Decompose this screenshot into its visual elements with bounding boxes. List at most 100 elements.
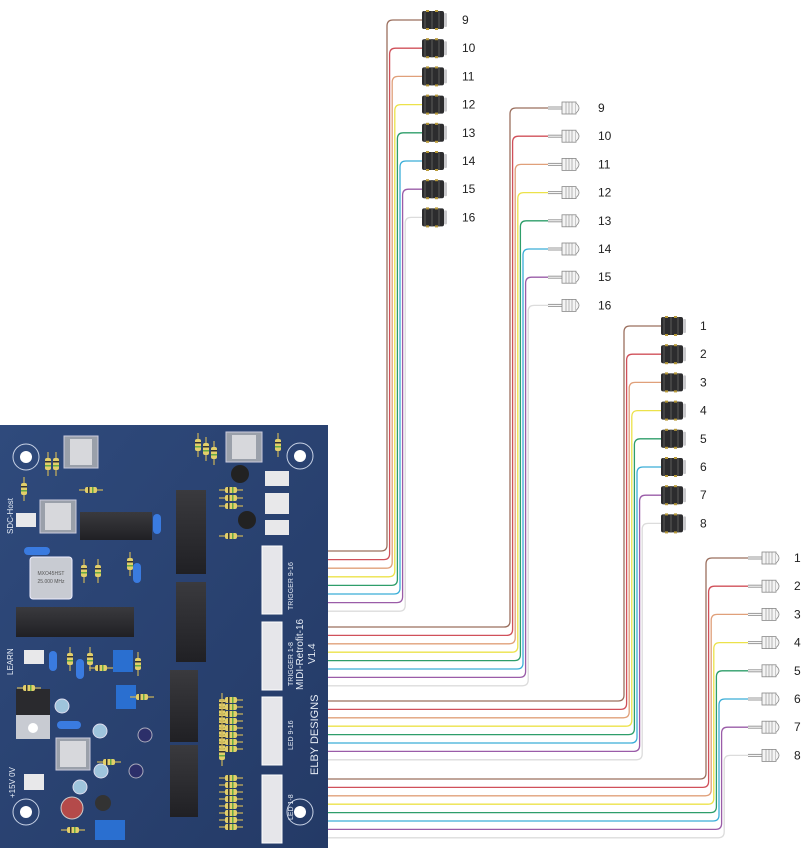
jack-rib xyxy=(424,95,426,114)
wire xyxy=(282,191,548,653)
jack-pin xyxy=(426,112,429,115)
electrolytic-capacitor xyxy=(60,796,84,820)
output-devices: 9101112131415169101112131415161234567812… xyxy=(422,10,801,762)
jack-pin xyxy=(665,428,668,431)
jack-pin xyxy=(426,225,429,228)
jack-number-label: 6 xyxy=(700,460,707,474)
resistor xyxy=(89,665,113,671)
capacitor xyxy=(24,547,50,555)
led-holder xyxy=(548,101,580,115)
resistor xyxy=(17,685,41,691)
resistor xyxy=(87,647,93,671)
jack-rib xyxy=(424,67,426,86)
wire xyxy=(282,466,665,744)
jack-nut xyxy=(683,516,686,531)
jack-pin xyxy=(435,28,438,30)
jack-socket xyxy=(422,207,447,228)
jack-rib xyxy=(424,123,426,142)
jack-socket xyxy=(422,122,447,143)
led-number-label: 6 xyxy=(794,692,801,706)
wire xyxy=(282,522,665,761)
jack-pin xyxy=(435,225,438,228)
jack-pin xyxy=(426,84,429,87)
jack-pin xyxy=(665,362,668,365)
jack-pin xyxy=(674,503,677,506)
led-holder xyxy=(748,749,780,762)
resistor xyxy=(53,452,59,476)
jack-rib xyxy=(663,401,665,420)
header-small xyxy=(265,493,289,514)
led-holder xyxy=(548,129,580,143)
jack-pin xyxy=(665,400,668,403)
resistor xyxy=(219,503,243,509)
wire xyxy=(282,107,548,628)
jack-pin xyxy=(426,179,429,182)
connector-led-9-16 xyxy=(261,696,283,766)
jack-pin xyxy=(665,372,668,375)
led-holder xyxy=(548,157,580,171)
jack-number-label: 3 xyxy=(700,375,707,389)
resistor xyxy=(219,487,243,493)
jack-socket xyxy=(422,10,447,30)
jack-rib xyxy=(431,208,433,227)
jack-nut xyxy=(683,488,686,503)
capacitor xyxy=(128,763,144,779)
silk-led-1-8: LED 1-8 xyxy=(288,794,295,820)
jack-rib xyxy=(438,67,440,86)
led-number-label: 13 xyxy=(598,214,612,228)
connector-led-1-8 xyxy=(261,774,283,844)
wire xyxy=(282,248,548,670)
jack-nut xyxy=(444,182,447,197)
jack-nut xyxy=(444,125,447,140)
jack-rib xyxy=(670,458,672,476)
ic-dip8 xyxy=(225,431,263,463)
jack-pin xyxy=(665,334,668,336)
jack-number-label: 16 xyxy=(462,210,476,224)
jack-pin xyxy=(674,344,677,347)
led-dome xyxy=(775,750,780,761)
jack-pin xyxy=(426,197,429,200)
jack-rib xyxy=(663,345,665,364)
wire xyxy=(282,276,548,679)
led-holder xyxy=(548,214,580,228)
resistor xyxy=(219,725,243,731)
silk-board-title: MIDI-Retrofit-16 xyxy=(295,618,306,690)
led-number-label: 4 xyxy=(794,636,801,650)
jack-pin xyxy=(426,169,429,171)
resistor xyxy=(79,487,103,493)
jack-number-label: 5 xyxy=(700,432,707,446)
jack-pin xyxy=(665,390,668,393)
jack-pin xyxy=(665,503,668,506)
resistor xyxy=(219,796,243,802)
jack-pin xyxy=(665,446,668,449)
led-holder xyxy=(748,664,780,678)
jack-socket xyxy=(661,428,686,449)
resistor xyxy=(219,739,243,745)
resistor xyxy=(67,647,73,671)
resistor xyxy=(219,711,243,717)
pcb-board: MXO45HST 25.000 MHz xyxy=(0,425,328,848)
jack-rib xyxy=(431,95,433,114)
jack-pin xyxy=(426,207,429,210)
ic-dip28 xyxy=(16,607,134,637)
capacitor xyxy=(54,698,70,714)
jack-pin xyxy=(665,475,668,477)
jack-rib xyxy=(438,11,440,29)
resistor xyxy=(219,732,243,738)
jack-pin xyxy=(435,207,438,210)
resistor xyxy=(219,817,243,823)
resistor xyxy=(219,746,243,752)
jack-pin xyxy=(665,485,668,488)
jack-socket xyxy=(661,316,686,336)
jack-rib xyxy=(670,317,672,335)
mounting-hole xyxy=(12,798,40,826)
jack-nut xyxy=(444,210,447,225)
resistor xyxy=(219,782,243,788)
jack-rib xyxy=(670,401,672,420)
jack-rib xyxy=(431,39,433,58)
jack-pin xyxy=(435,140,438,143)
jack-socket xyxy=(422,38,447,59)
jack-number-label: 2 xyxy=(700,347,707,361)
led-dome xyxy=(775,637,780,648)
